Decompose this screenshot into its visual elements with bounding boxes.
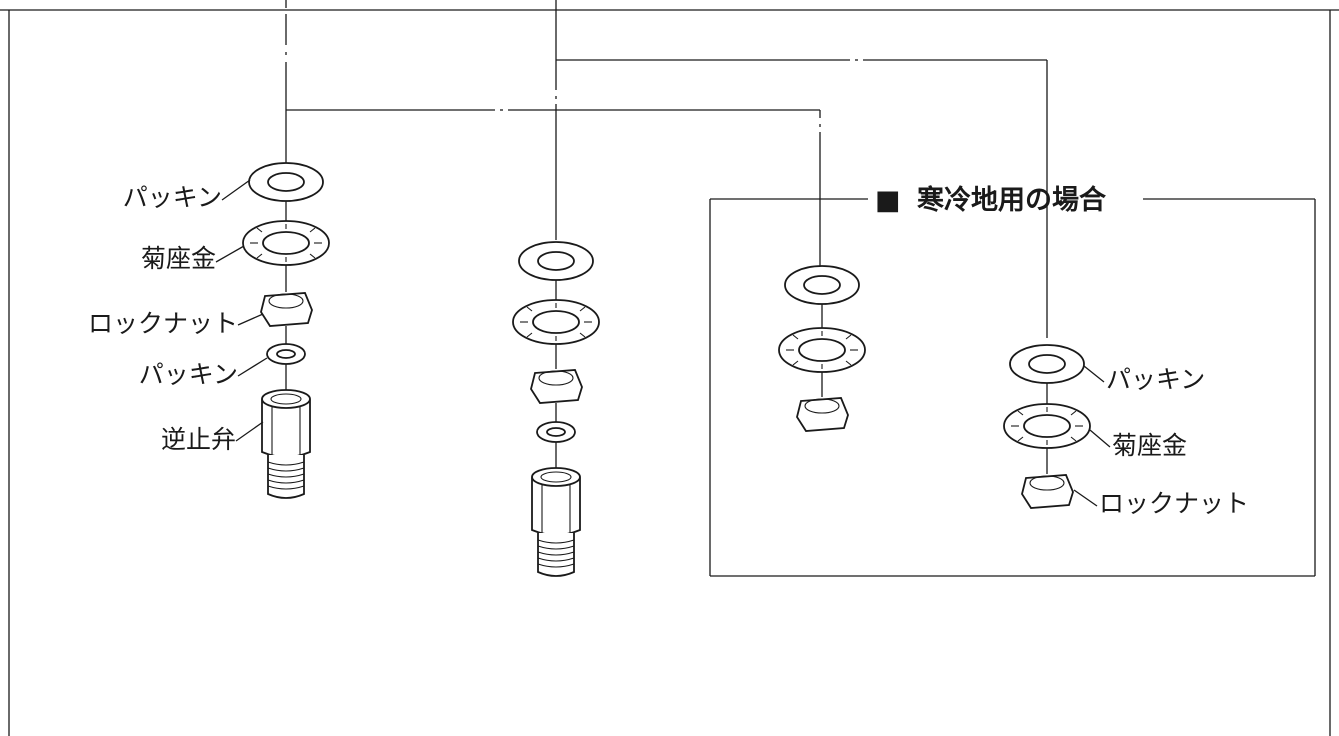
label-packing-1: パッキン (123, 183, 222, 212)
label-check-valve: 逆止弁 (161, 425, 236, 454)
pipe-lines (285, 0, 1048, 338)
left-check-valve (261, 389, 311, 499)
cold-region-title-mark: ■ (875, 185, 901, 216)
left-lock-nut (260, 292, 313, 327)
cold-stack-2 (1003, 344, 1091, 509)
cold-stack-1 (778, 265, 866, 432)
label-packing-right: パッキン (1106, 365, 1205, 394)
label-washer-right: 菊座金 (1112, 431, 1187, 460)
label-lock-nut-right: ロックナット (1099, 489, 1249, 518)
left-stack (242, 162, 330, 499)
cold-region-title: 寒冷地用の場合 (917, 184, 1106, 216)
label-washer-left: 菊座金 (141, 244, 216, 273)
label-packing-2: パッキン (139, 360, 238, 389)
leader-lines (215, 179, 1111, 507)
middle-stack (512, 241, 600, 577)
cold-region-box (709, 198, 1316, 577)
label-lock-nut-left: ロックナット (88, 309, 238, 338)
